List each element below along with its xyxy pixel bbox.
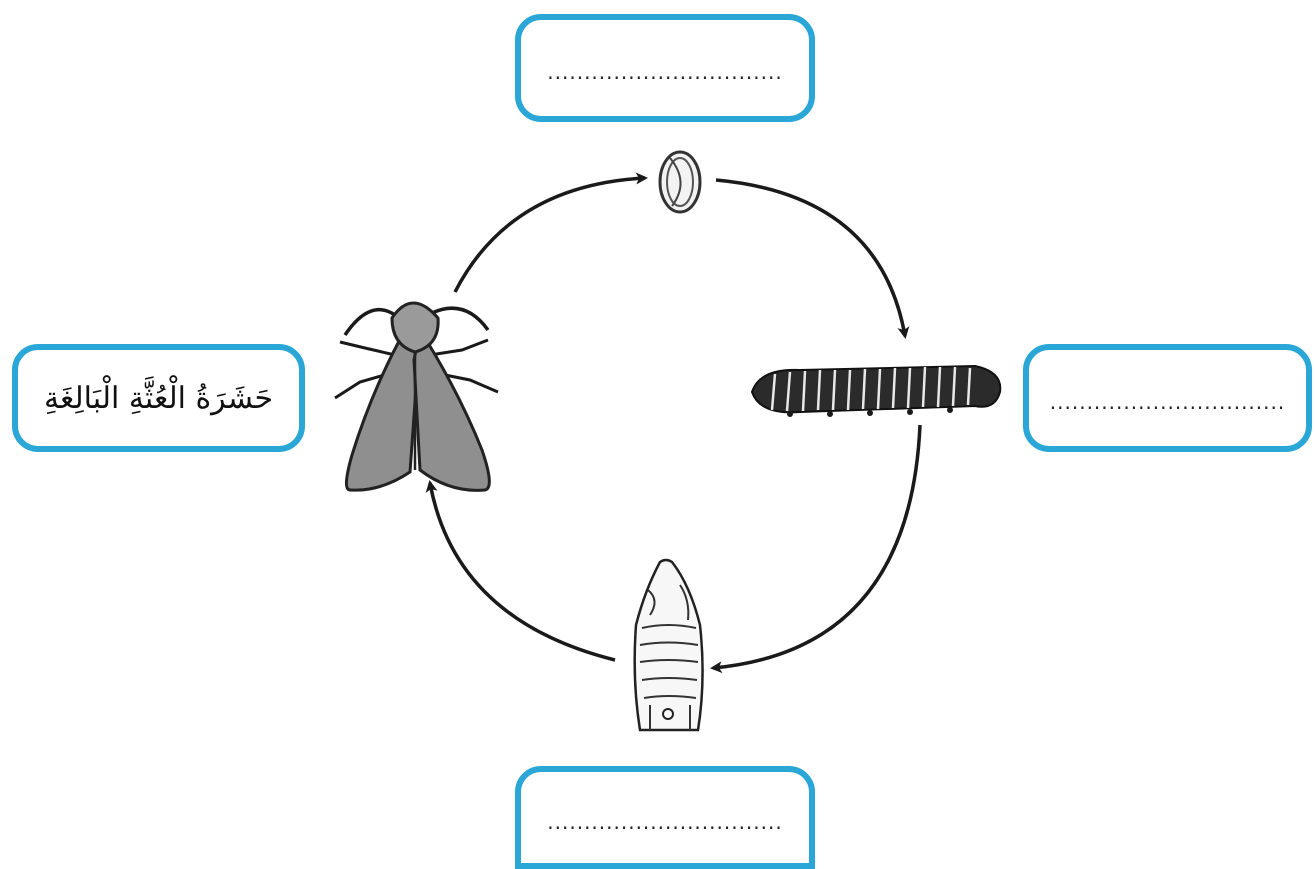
adult-label-box: حَشَرَةُ الْعُثَّةِ الْبَالِغَةِ <box>12 344 305 452</box>
arrow-pupa-to-adult <box>430 483 615 660</box>
arrow-adult-to-egg <box>455 178 645 292</box>
larva-label-box[interactable]: ................................ <box>1023 344 1312 452</box>
arrow-larva-to-pupa <box>713 425 920 668</box>
egg-label-box[interactable]: ................................ <box>515 14 815 122</box>
pupa-label-box[interactable]: ................................ <box>515 766 815 869</box>
caterpillar-illustration <box>752 366 1000 417</box>
arrow-egg-to-larva <box>716 180 905 336</box>
pupa-illustration <box>635 560 703 730</box>
adult-moth-label: حَشَرَةُ الْعُثَّةِ الْبَالِغَةِ <box>44 381 273 416</box>
larva-answer-blank[interactable]: ................................ <box>1050 390 1285 414</box>
egg-illustration <box>660 152 700 212</box>
pupa-answer-blank[interactable]: ................................ <box>547 810 782 834</box>
egg-answer-blank[interactable]: ................................ <box>547 60 782 84</box>
moth-illustration <box>335 303 498 490</box>
